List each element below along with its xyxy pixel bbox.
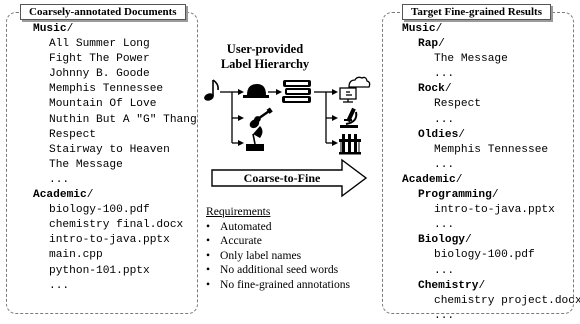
music-note-icon <box>204 79 219 101</box>
academic-document-item: python-101.pptx <box>49 264 150 277</box>
result-line-text: Rap <box>418 38 439 51</box>
coarse-to-fine-arrow: Coarse-to-Fine <box>211 158 368 198</box>
result-document-item: ... <box>402 158 580 173</box>
result-document-item: ... <box>402 264 580 279</box>
academic-document-item: biology-100.pdf <box>49 204 150 217</box>
music-document-item: The Message <box>49 158 123 171</box>
hiphop-cap-icon <box>243 84 269 98</box>
result-document-item: The Message <box>402 52 580 67</box>
result-line-text: intro-to-java.pptx <box>434 204 555 217</box>
fine-grained-result-tree: Music/Rap/The Message... Rock/Respect... O… <box>402 22 580 324</box>
music-document-item: Respect <box>49 128 96 141</box>
result-category: Music/ <box>402 23 443 35</box>
coarse-documents-title: Coarsely-annotated Documents <box>20 4 186 20</box>
result-document-item: Respect <box>402 97 580 112</box>
fine-grained-results-title: Target Fine-grained Results <box>402 4 551 20</box>
result-line-text: Music <box>402 23 436 35</box>
music-document-item: Mountain Of Love <box>49 98 157 111</box>
music-document-item: Memphis Tennessee <box>49 83 164 96</box>
result-line-text: Programming <box>418 189 492 202</box>
requirement-item: Only label names <box>206 249 350 264</box>
academic-document-item: main.cpp <box>49 249 103 262</box>
guitar-icon <box>249 107 273 129</box>
result-line-text: ... <box>434 219 455 232</box>
coarse-to-fine-label: Coarse-to-Fine <box>244 171 321 185</box>
requirements-title: Requirements <box>206 205 271 218</box>
result-document-item: ... <box>402 67 580 82</box>
academic-document-item: chemistry final.docx <box>49 219 184 232</box>
gramophone-icon <box>246 126 264 151</box>
result-line-text: Biology <box>418 234 465 247</box>
academic-document-item: intro-to-java.pptx <box>49 234 170 247</box>
result-document-item: ... <box>402 309 580 324</box>
music-document-item: Johnny B. Goode <box>49 68 150 81</box>
music-document-item: Nuthin But A "G" Thang <box>49 113 197 126</box>
result-line-text: ... <box>434 113 455 126</box>
academic-folder: Academic/ <box>33 189 94 202</box>
requirements-block: Requirements AutomatedAccurateOnly label… <box>206 205 350 292</box>
result-line-text: Respect <box>434 98 481 111</box>
result-line-text: ... <box>434 264 455 277</box>
result-category: Rap/ <box>418 38 445 51</box>
microscope-icon <box>340 107 358 128</box>
result-line-text: ... <box>434 68 455 81</box>
hierarchy-title-line1: User-provided <box>226 42 304 56</box>
test-tubes-icon <box>339 134 361 155</box>
music-document-item: ... <box>49 173 70 186</box>
requirements-list: AutomatedAccurateOnly label namesNo addi… <box>206 220 350 293</box>
music-folder-label: Music <box>33 23 67 35</box>
result-document-item: intro-to-java.pptx <box>402 203 580 218</box>
result-document-item: ... <box>402 218 580 233</box>
academic-items: biology-100.pdf chemistry final.docx intro… <box>33 203 197 294</box>
result-category: Programming/ <box>418 189 499 202</box>
result-category: Biology/ <box>418 234 472 247</box>
requirement-item: Automated <box>206 220 350 235</box>
requirement-item: No additional seed words <box>206 263 350 278</box>
result-line-text: biology-100.pdf <box>434 249 535 262</box>
result-line-text: Chemistry <box>418 279 479 292</box>
academic-folder-label: Academic <box>33 189 87 202</box>
result-category: Oldies/ <box>418 128 466 141</box>
result-category: Academic/ <box>402 173 463 186</box>
label-hierarchy-title: User-provided Label Hierarchy <box>210 42 320 72</box>
music-folder: Music/ <box>33 23 74 35</box>
result-line-text: ... <box>434 158 455 171</box>
result-document-item: biology-100.pdf <box>402 248 580 263</box>
hierarchy-title-line2: Label Hierarchy <box>220 57 310 71</box>
academic-document-item: ... <box>49 279 70 292</box>
result-line-text: Rock <box>418 83 445 96</box>
result-line-text: chemistry project.docx <box>434 294 580 307</box>
music-document-item: All Summer Long <box>49 38 150 51</box>
books-icon <box>282 80 311 103</box>
music-document-item: Fight The Power <box>49 53 150 66</box>
result-document-item: ... <box>402 113 580 128</box>
result-document-item: Memphis Tennessee <box>402 143 580 158</box>
computer-cloud-icon <box>339 76 371 103</box>
result-line-text: Memphis Tennessee <box>434 143 549 156</box>
result-line-text: Academic <box>402 173 456 186</box>
result-line-text: Oldies <box>418 128 459 141</box>
requirement-item: No fine-grained annotations <box>206 278 350 293</box>
hierarchy-edges <box>220 91 334 144</box>
result-line-text: ... <box>434 309 455 322</box>
result-category: Rock/ <box>418 83 452 96</box>
result-line-text: The Message <box>434 53 508 66</box>
result-document-item: chemistry project.docx <box>402 294 580 309</box>
result-category: Chemistry/ <box>418 279 486 292</box>
hierarchy-arrowheads <box>238 89 338 146</box>
requirement-item: Accurate <box>206 234 350 249</box>
music-document-item: Stairway to Heaven <box>49 143 170 156</box>
